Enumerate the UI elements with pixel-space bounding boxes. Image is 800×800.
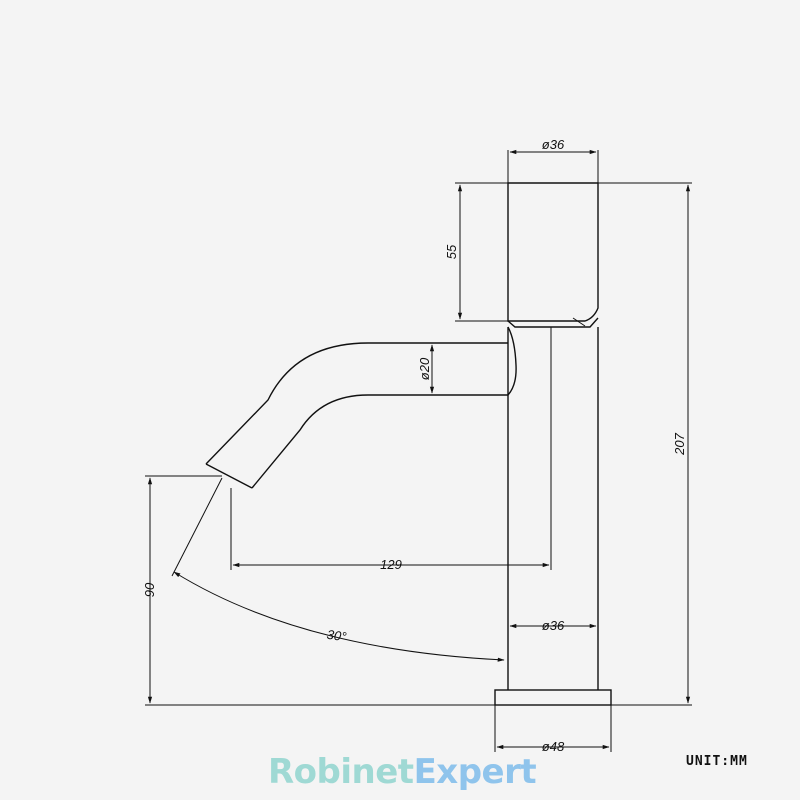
label-head-diameter: ø36	[542, 137, 565, 152]
dim-total-height	[598, 182, 692, 706]
label-spout-reach: 129	[380, 557, 402, 572]
dim-spout-angle	[171, 477, 505, 662]
faucet-spout	[205, 342, 508, 489]
faucet-body	[494, 326, 612, 706]
label-spout-diameter: ø20	[417, 357, 432, 380]
label-spout-angle: 30°	[326, 627, 348, 645]
dim-spout-reach	[230, 327, 552, 570]
brand-logo: RobinetExpert	[268, 752, 537, 792]
label-body-diameter: ø36	[542, 618, 565, 633]
label-spout-height: 90	[142, 582, 157, 597]
dim-base-diameter	[494, 705, 612, 752]
unit-label: UNIT:MM	[686, 754, 748, 769]
label-base-diameter: ø48	[542, 739, 565, 754]
dim-head-diameter	[507, 149, 599, 183]
brand-logo-part2: Expert	[413, 752, 537, 792]
label-total-height: 207	[672, 432, 687, 455]
dim-spout-height	[145, 475, 495, 706]
label-head-height: 55	[444, 244, 459, 259]
dim-head-height	[455, 182, 508, 322]
faucet-handle	[507, 182, 599, 328]
brand-logo-part1: Robinet	[268, 752, 414, 792]
